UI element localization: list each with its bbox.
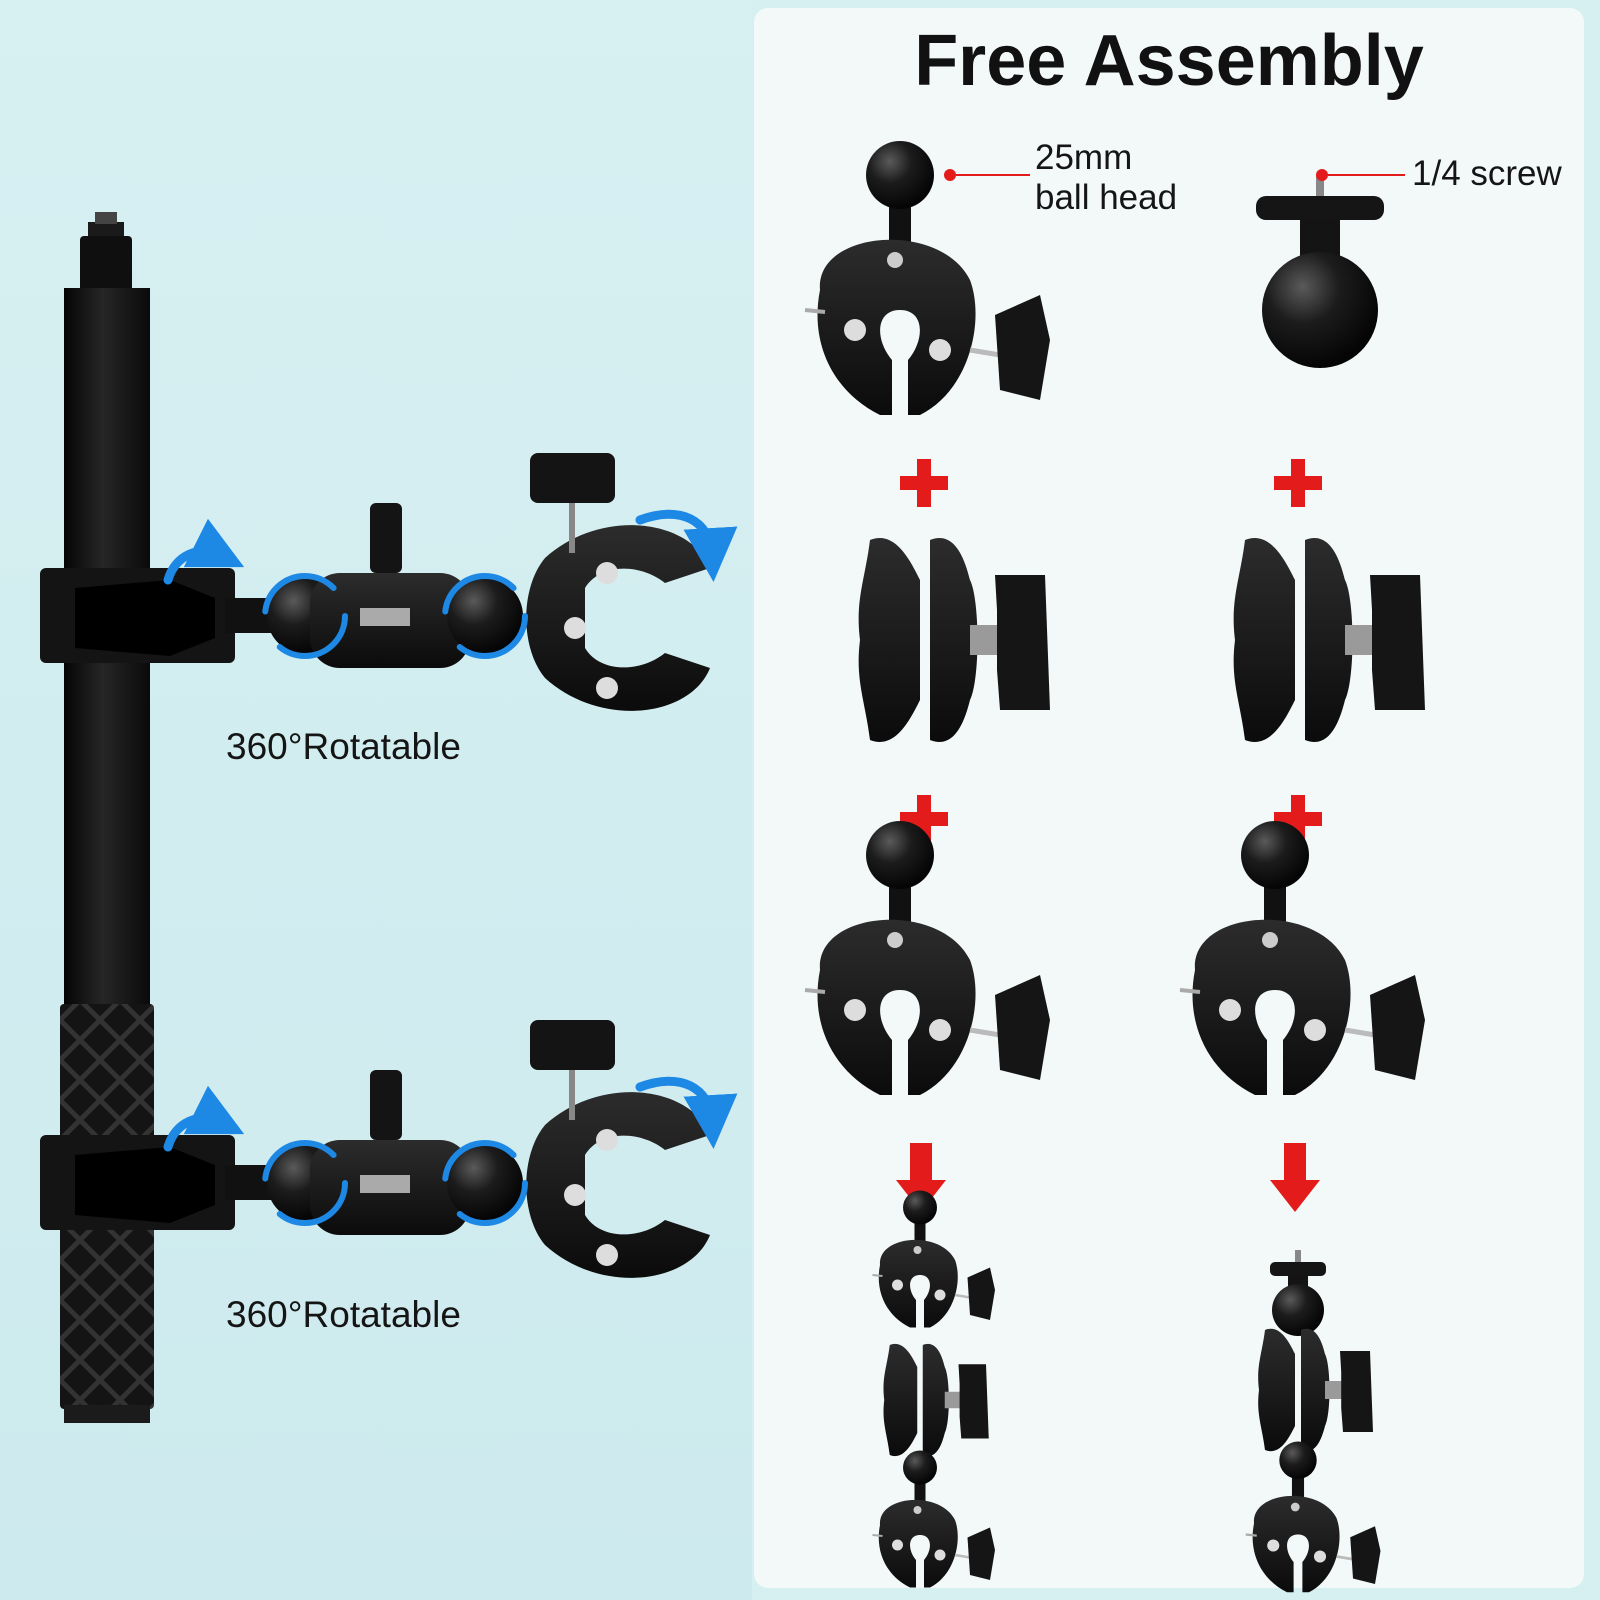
clamp-with-ball-head [805,821,1050,1095]
quarter-inch-screw-ball-mount [1256,176,1384,368]
rotatable-caption-bottom: 360°Rotatable [226,1294,461,1335]
double-socket-arm [1233,538,1425,742]
arrow-down-icon [1270,1143,1320,1212]
plus-icon [900,459,948,507]
double-socket-arm [858,538,1050,742]
plus-icon [900,795,948,843]
ball-head-label: 25mm ball head [1035,138,1177,218]
plus-icon [1274,459,1322,507]
extension-pole [60,212,154,1423]
page-title: Free Assembly [914,21,1424,101]
rotation-arrows-bottom [163,1076,738,1226]
screw-pointer-dot [1316,169,1328,181]
ball-head-size-text: 25mm [1035,138,1133,177]
rotation-arrows-top [163,509,738,659]
ball-head-name-text: ball head [1035,178,1178,217]
screw-arm-clamp-result [1246,1250,1381,1592]
ball-head-pointer-dot [944,169,956,181]
clamp-arm-clamp-result [873,1191,996,1588]
rotatable-caption-top: 360°Rotatable [226,726,461,767]
clamp-with-ball-head [1180,821,1425,1095]
screw-label: 1/4 screw [1412,154,1562,193]
clamp-with-25mm-ball-head [805,141,1050,415]
